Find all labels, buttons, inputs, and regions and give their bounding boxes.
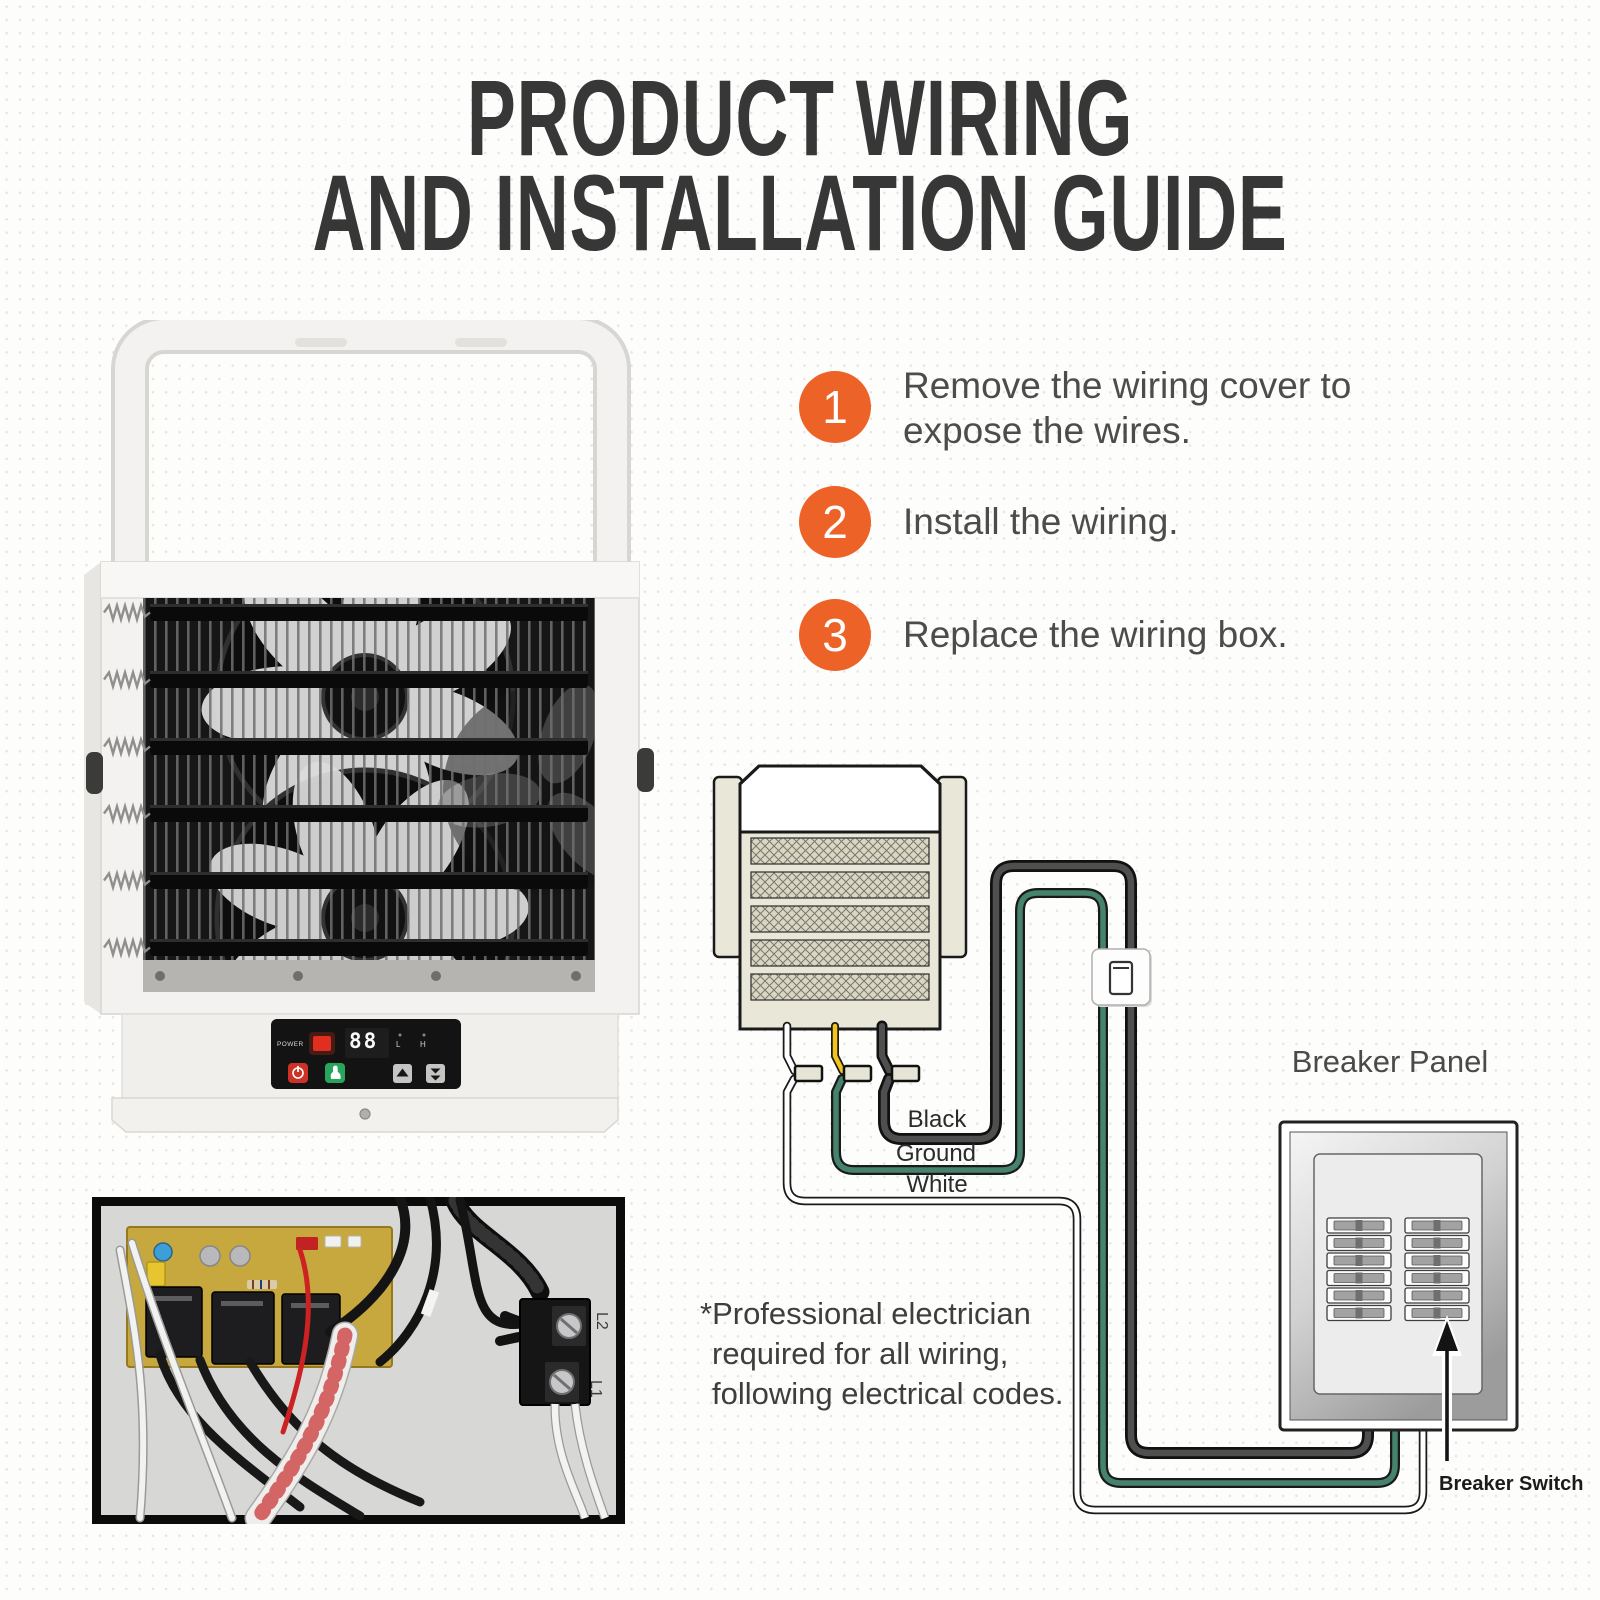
heater-schematic	[712, 764, 968, 1031]
ground-wire-label: Ground	[895, 1140, 977, 1167]
terminal-block	[519, 1298, 610, 1520]
internal-wiring-photo	[92, 1197, 625, 1524]
page-title-line1: PRODUCT WIRING	[466, 57, 1134, 178]
breaker-switch-arrow	[1432, 1315, 1462, 1461]
mode-button	[325, 1063, 345, 1083]
heater-product-photo	[84, 320, 654, 1133]
step-1-badge: 1	[799, 371, 871, 443]
white-wire-label: White	[906, 1171, 968, 1198]
control-panel-power-label: POWER	[277, 1041, 304, 1048]
step-2-number: 2	[822, 496, 848, 548]
step-1-number: 1	[822, 381, 848, 433]
up-button	[393, 1064, 412, 1083]
step-2-badge: 2	[799, 486, 871, 558]
breaker-switch-label: Breaker Switch	[1439, 1473, 1584, 1495]
step-2-text: Install the wiring.	[903, 501, 1179, 542]
heater-bottom-skirt	[111, 1097, 619, 1133]
control-panel-display: 88	[349, 1029, 379, 1053]
power-button	[288, 1063, 308, 1083]
page-title: PRODUCT WIRING AND INSTALLATION GUIDE	[0, 57, 1600, 273]
heater-control-panel	[271, 1019, 461, 1089]
black-wire-label: Black	[907, 1106, 967, 1133]
wires	[782, 860, 1428, 1515]
step-1-text: Remove the wiring cover to expose the wi…	[903, 365, 1352, 451]
step-3-text: Replace the wiring box.	[903, 614, 1288, 655]
screw-icon	[359, 1108, 371, 1120]
terminal-screw-icon	[549, 1313, 582, 1395]
step-3-badge: 3	[799, 599, 871, 671]
heater-lower-section	[121, 1013, 619, 1099]
inline-switch	[1091, 948, 1152, 1007]
step-3-number: 3	[822, 609, 848, 661]
heating-elements	[103, 601, 588, 959]
note-line-2: required for all wiring,	[712, 1336, 1009, 1371]
wire-connectors	[793, 1064, 921, 1083]
breaker-panel	[1278, 1120, 1519, 1432]
wiring-harness	[115, 1197, 550, 1524]
note-line-3: following electrical codes.	[712, 1376, 1064, 1411]
terminal-label-l2: L2	[593, 1312, 610, 1330]
heater-grille	[103, 598, 595, 992]
control-panel-high-label: H	[420, 1040, 426, 1049]
screw-icon	[155, 971, 581, 981]
note-line-1: *Professional electrician	[700, 1296, 1031, 1331]
page-title-line2: AND INSTALLATION GUIDE	[312, 152, 1288, 273]
control-panel-low-label: L	[396, 1040, 401, 1049]
electrician-note: *Professional electrician required for a…	[700, 1294, 1064, 1414]
down-button	[426, 1064, 445, 1083]
breaker-panel-label: Breaker Panel	[1291, 1044, 1489, 1079]
terminal-label-l1: L1	[587, 1380, 604, 1398]
